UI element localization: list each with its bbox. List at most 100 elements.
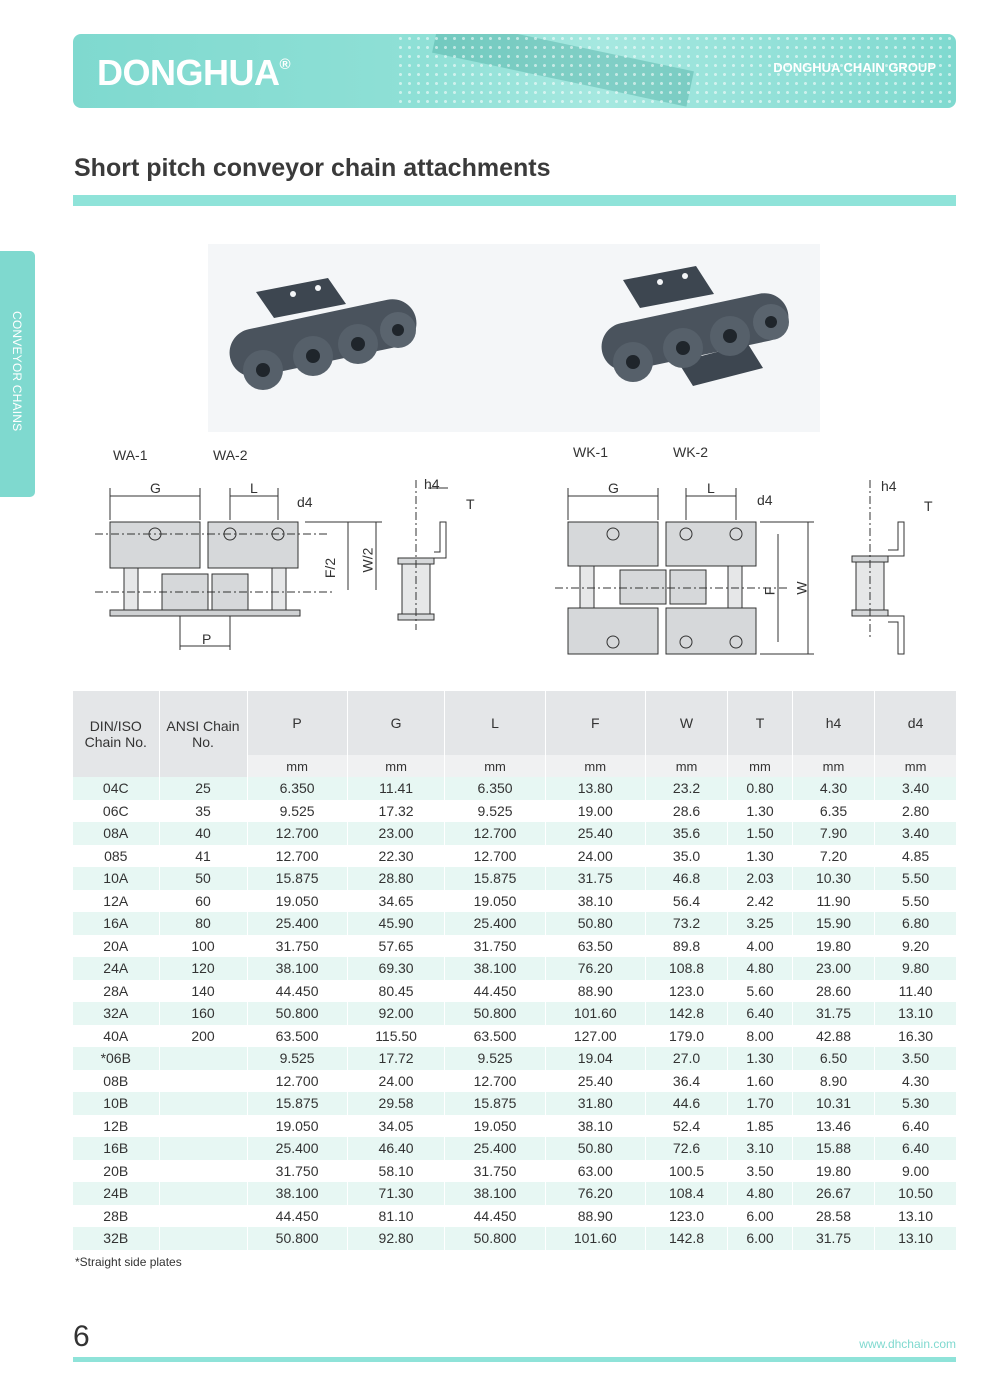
label-wa2: WA-2	[213, 447, 248, 463]
table-cell: 88.90	[545, 979, 646, 1002]
table-cell: 50.80	[545, 912, 646, 935]
table-cell: 19.04	[545, 1047, 646, 1070]
table-cell: 92.00	[347, 1002, 446, 1025]
table-cell: 50.800	[444, 1227, 546, 1250]
website-link[interactable]: www.dhchain.com	[859, 1337, 956, 1351]
table-cell: 3.25	[727, 912, 793, 935]
table-cell: 9.00	[874, 1159, 956, 1182]
table-cell: 123.0	[645, 979, 729, 1002]
table-cell: 50.800	[444, 1002, 546, 1025]
table-cell: 34.65	[347, 889, 446, 912]
table-cell: 44.450	[444, 979, 546, 1002]
table-cell: 11.41	[347, 777, 446, 800]
table-cell: 12.700	[444, 844, 546, 867]
table-cell: 4.30	[874, 1069, 956, 1092]
table-cell: 50.800	[247, 1002, 348, 1025]
table-cell: 4.80	[727, 1182, 793, 1205]
dim-t-wk: T	[924, 498, 933, 514]
table-cell: 16B	[73, 1137, 160, 1160]
table-cell: 3.40	[874, 822, 956, 845]
table-cell: 2.80	[874, 799, 956, 822]
table-cell: 3.10	[727, 1137, 793, 1160]
table-cell: 123.0	[645, 1204, 729, 1227]
table-cell	[159, 1092, 248, 1115]
table-cell: 25.400	[247, 912, 348, 935]
table-cell: 9.20	[874, 934, 956, 957]
table-cell: 19.050	[444, 1114, 546, 1137]
table-cell	[159, 1114, 248, 1137]
table-cell: 29.58	[347, 1092, 446, 1115]
table-cell: 11.40	[874, 979, 956, 1002]
table-cell: 10A	[73, 867, 160, 890]
table-cell: 17.72	[347, 1047, 446, 1070]
dim-l-wk: L	[707, 480, 715, 496]
table-cell: 108.8	[645, 957, 729, 980]
table-cell: 9.525	[444, 1047, 546, 1070]
dim-l-wa: L	[250, 480, 258, 496]
banner-dot-pattern	[396, 34, 956, 108]
table-cell: 6.40	[727, 1002, 793, 1025]
col-f: F	[545, 691, 646, 755]
table-cell: 24.00	[347, 1069, 446, 1092]
dim-t-wa: T	[466, 496, 475, 512]
table-cell: 11.90	[792, 889, 876, 912]
brand-logo: DONGHUA®	[97, 52, 291, 93]
table-cell: 38.100	[444, 957, 546, 980]
table-cell: 15.875	[444, 867, 546, 890]
table-cell: 44.6	[645, 1092, 729, 1115]
table-cell: 50.800	[247, 1227, 348, 1250]
table-cell: 40A	[73, 1024, 160, 1047]
table-cell: 38.100	[247, 957, 348, 980]
table-cell: 20B	[73, 1159, 160, 1182]
table-cell: 23.00	[347, 822, 446, 845]
col-h4: h4	[792, 691, 876, 755]
table-cell: 127.00	[545, 1024, 646, 1047]
table-cell: 31.75	[792, 1227, 876, 1250]
page-number: 6	[73, 1320, 90, 1353]
table-cell	[159, 1227, 248, 1250]
table-cell: 120	[159, 957, 248, 980]
table-cell: 6.00	[727, 1227, 793, 1250]
table-cell	[159, 1204, 248, 1227]
table-cell: 31.75	[792, 1002, 876, 1025]
table-cell: 63.500	[247, 1024, 348, 1047]
table-cell: 5.50	[874, 867, 956, 890]
table-cell: 20A	[73, 934, 160, 957]
table-cell: 4.85	[874, 844, 956, 867]
col-ansi: ANSI Chain No.	[159, 691, 248, 777]
table-cell: 19.80	[792, 1159, 876, 1182]
table-cell: 6.80	[874, 912, 956, 935]
table-cell: 101.60	[545, 1227, 646, 1250]
col-t: T	[727, 691, 793, 755]
dim-w-half: W/2	[359, 547, 376, 573]
wk-chain-image	[601, 266, 789, 386]
table-cell: 3.50	[874, 1047, 956, 1070]
table-cell: 1.85	[727, 1114, 793, 1137]
table-cell: 31.750	[444, 1159, 546, 1182]
table-cell: 42.88	[792, 1024, 876, 1047]
table-cell: 26.67	[792, 1182, 876, 1205]
table-cell: 5.60	[727, 979, 793, 1002]
dim-g-wa: G	[150, 480, 161, 496]
header-banner: DONGHUA® DONGHUA CHAIN GROUP	[73, 34, 956, 108]
table-cell: 4.30	[792, 777, 876, 800]
dim-d4-wa: d4	[297, 494, 313, 510]
table-cell: 32A	[73, 1002, 160, 1025]
table-cell: 142.8	[645, 1227, 729, 1250]
footnote: *Straight side plates	[75, 1255, 182, 1269]
table-cell: 12.700	[444, 822, 546, 845]
table-cell: 71.30	[347, 1182, 446, 1205]
table-cell: 6.40	[874, 1114, 956, 1137]
table-cell: 25	[159, 777, 248, 800]
table-cell: 57.65	[347, 934, 446, 957]
table-cell: 28.60	[792, 979, 876, 1002]
